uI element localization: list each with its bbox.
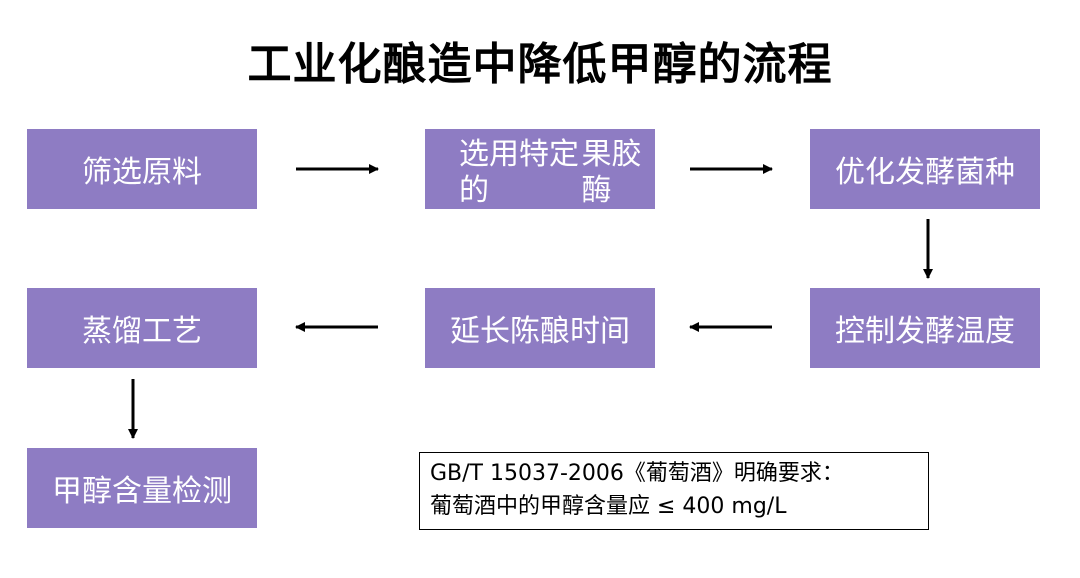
standard-note: GB/T 15037-2006《葡萄酒》明确要求： 葡萄酒中的甲醇含量应 ≤ 4…: [419, 452, 929, 530]
step-optimize-yeast: 优化发酵菌种: [810, 129, 1040, 209]
step-extend-aging: 延长陈酿时间: [425, 288, 655, 368]
step-select-pectinase-line-2: 果胶酶: [581, 137, 642, 208]
standard-note-line-1: GB/T 15037-2006《葡萄酒》明确要求：: [430, 461, 844, 486]
step-select-pectinase: 选用特定的 果胶酶: [425, 129, 655, 209]
step-methanol-detection: 甲醇含量检测: [27, 448, 257, 528]
step-select-pectinase-line-1: 选用特定的: [459, 137, 579, 208]
page-title: 工业化酿造中降低甲醇的流程: [247, 39, 833, 90]
step-screen-materials: 筛选原料: [27, 129, 257, 209]
step-control-temperature: 控制发酵温度: [810, 288, 1040, 368]
standard-note-line-2: 葡萄酒中的甲醇含量应 ≤ 400 mg/L: [430, 494, 787, 519]
step-distillation: 蒸馏工艺: [27, 288, 257, 368]
